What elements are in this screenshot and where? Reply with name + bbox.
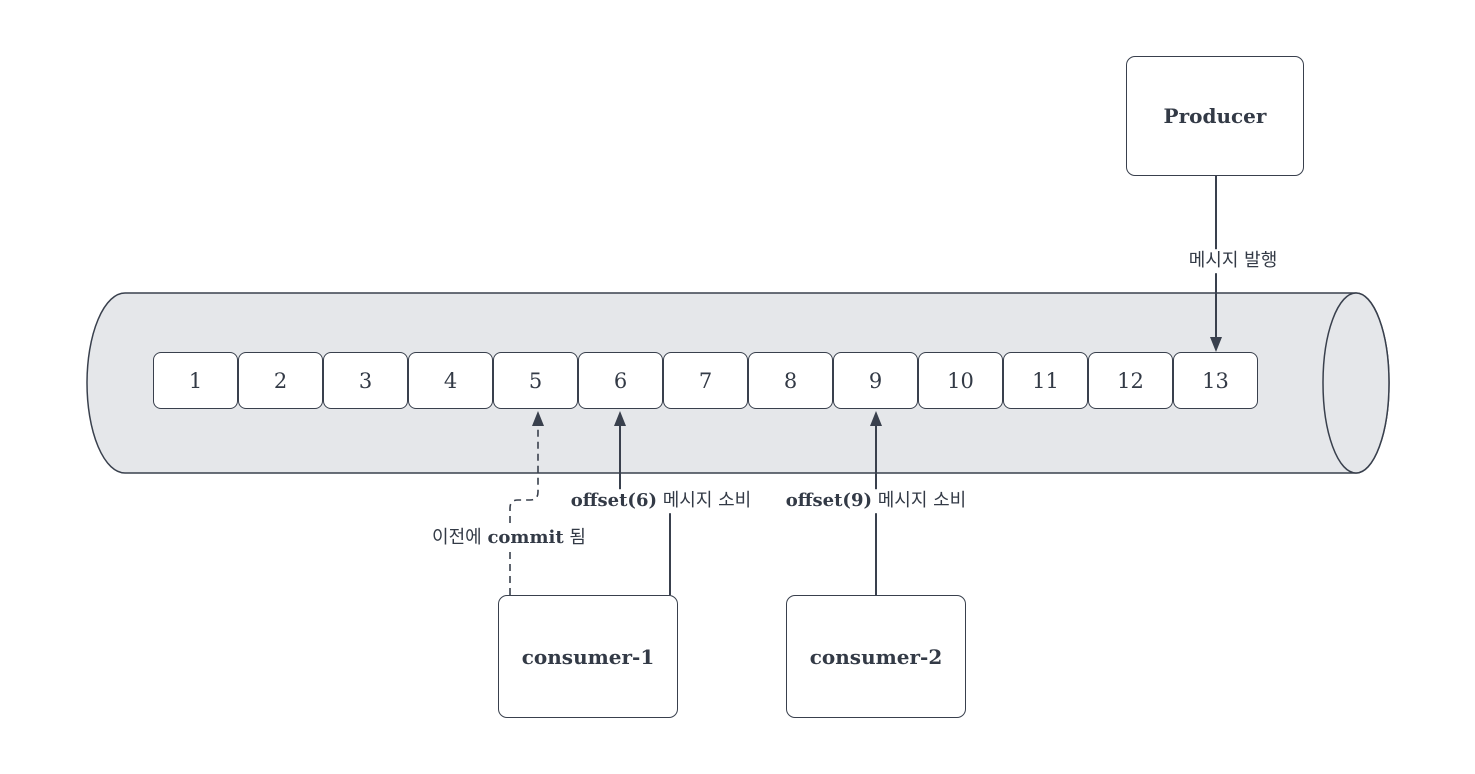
consumer-2-node-label: consumer-2	[809, 644, 943, 669]
consumer-1-node-label: consumer-1	[521, 644, 655, 669]
consume2-edge-label: offset(9) 메시지 소비	[781, 489, 971, 513]
offset-cells-row: 1 2 3 4 5 6 7 8 9 10 11 12 13	[153, 352, 1258, 409]
publish-edge-label-text: 메시지 발행	[1188, 250, 1278, 272]
offset-cell: 11	[1003, 352, 1088, 409]
offset-cell: 3	[323, 352, 408, 409]
offset-cell: 13	[1173, 352, 1258, 409]
publish-edge-label: 메시지 발행	[1184, 249, 1282, 273]
consumer-1-node: consumer-1	[498, 595, 678, 718]
commit-pre-text: 이전에	[432, 527, 488, 549]
offset-cell: 5	[493, 352, 578, 409]
consume1-arrowhead-icon	[614, 411, 626, 426]
offset-cell: 7	[663, 352, 748, 409]
commit-post-text: 됨	[563, 527, 586, 549]
commit-arrow-line	[509, 424, 539, 595]
consume1-offset-text: offset(6)	[570, 490, 657, 512]
offset-cell: 2	[238, 352, 323, 409]
commit-keyword-text: commit	[487, 527, 564, 549]
consume2-offset-text: offset(9)	[785, 490, 872, 512]
offset-cell: 12	[1088, 352, 1173, 409]
offset-cell: 10	[918, 352, 1003, 409]
partition-cylinder-cap	[1322, 292, 1390, 474]
consumer-2-node: consumer-2	[786, 595, 966, 718]
producer-node-label: Producer	[1163, 104, 1267, 128]
producer-node: Producer	[1126, 56, 1304, 176]
publish-arrowhead-icon	[1210, 337, 1222, 352]
consume1-edge-label: offset(6) 메시지 소비	[566, 489, 756, 513]
offset-cell: 4	[408, 352, 493, 409]
offset-cell: 9	[833, 352, 918, 409]
commit-edge-label: 이전에 commit 됨	[428, 526, 590, 550]
offset-cell: 6	[578, 352, 663, 409]
consume1-action-text: 메시지 소비	[657, 490, 752, 512]
consume2-action-text: 메시지 소비	[872, 490, 967, 512]
offset-cell: 8	[748, 352, 833, 409]
offset-cell: 1	[153, 352, 238, 409]
consume2-arrowhead-icon	[870, 411, 882, 426]
commit-arrowhead-icon	[532, 411, 544, 426]
